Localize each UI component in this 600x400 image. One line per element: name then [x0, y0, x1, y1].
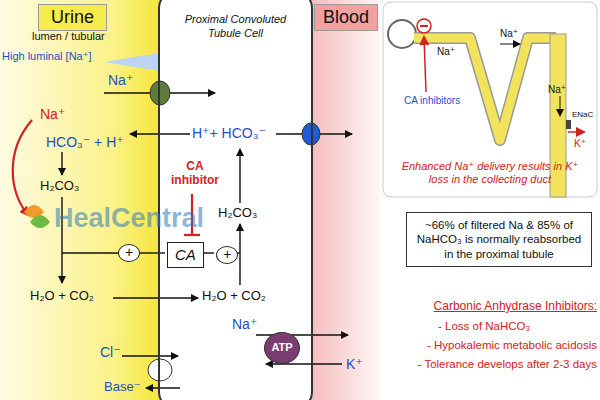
watermark: HealCentral: [54, 203, 204, 234]
nephron-inset: [383, 2, 597, 197]
node-text: +: [119, 245, 139, 260]
gradient-label: High luminal [Na⁺]: [2, 50, 92, 63]
ion-label: Na⁺: [437, 46, 455, 58]
region-subtitle: lumen / tubular: [32, 30, 105, 43]
ion-label: HCO₃⁻ + H⁺: [46, 134, 124, 150]
compound-label: H₂CO₃: [218, 206, 257, 221]
ion-label: Na⁺: [548, 84, 566, 96]
list-item: - Loss of NaHCO₃: [438, 320, 530, 333]
urine-header: Urine: [38, 4, 107, 31]
ion-label: Base⁻: [104, 380, 141, 395]
blood-header: Blood: [314, 4, 378, 31]
node-text: ATP: [265, 333, 299, 362]
watermark-logo: [24, 205, 50, 228]
plus-circle: +: [118, 244, 140, 262]
lumen-band: [0, 0, 160, 400]
compound-label: H₂O + CO₂: [30, 289, 94, 304]
cl-base-exchanger: [148, 359, 172, 381]
blood-band: [310, 0, 380, 400]
ion-label: Na⁺: [232, 316, 257, 332]
node-text: Blood: [323, 7, 369, 28]
note-box: ~66% of filtered Na & 85% of NaHCO₃ is n…: [406, 212, 592, 267]
list-item: - Tolerance develops after 2-3 days: [418, 358, 597, 371]
ion-label: Na⁺: [108, 72, 133, 88]
ion-label: Na⁺: [40, 106, 65, 122]
list-heading: Carbonic Anhydrase Inhibitors:: [434, 300, 597, 314]
channel-label: ENaC: [572, 110, 593, 119]
cell-fill: [158, 0, 313, 400]
ion-label: H⁺+ HCO₃⁻: [192, 125, 266, 141]
ion-label: K⁺: [346, 356, 363, 372]
node-text: CA: [175, 245, 196, 265]
ion-label: Na⁺: [500, 28, 518, 40]
na-h-exchanger: [150, 81, 170, 105]
inhibitor-label: CA inhibitor: [166, 160, 224, 188]
node-text: ~66% of filtered Na & 85% of NaHCO₃ is n…: [413, 218, 585, 261]
inhibitor-label: CA inhibitors: [404, 95, 460, 107]
compound-label: H₂CO₃: [40, 179, 79, 194]
node-text: Proximal Convoluted Tubule Cell: [168, 12, 303, 41]
note-text: Enhanced Na⁺ delivery results in K⁺ loss…: [392, 160, 588, 185]
enzyme-box: CA: [167, 242, 204, 268]
ion-label: K⁺: [574, 138, 586, 150]
plus-circle: +: [216, 246, 238, 264]
compound-label: H₂O + CO₂: [202, 289, 266, 304]
list-item: - Hypokalemic metabolic acidosis: [427, 339, 597, 352]
ion-label: Cl⁻: [100, 344, 121, 360]
node-text: +: [217, 247, 237, 262]
bicarbonate-transporter: [302, 123, 320, 145]
atp-pump: ATP: [264, 332, 300, 364]
node-text: Urine: [51, 7, 94, 28]
gradient-wedge: [104, 53, 160, 71]
